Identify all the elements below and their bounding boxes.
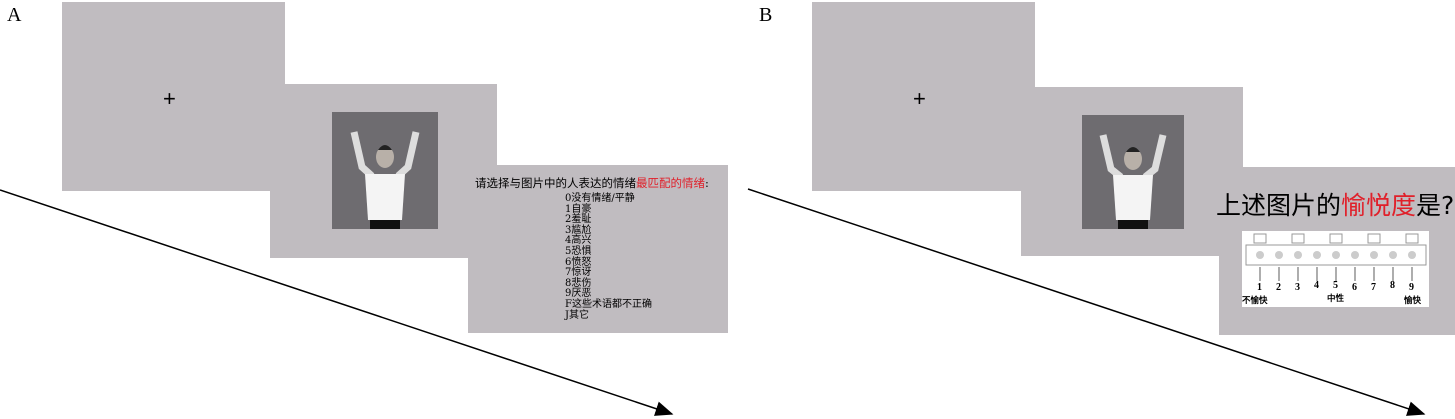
timeline-arrow-b [747, 188, 1426, 416]
panel-label-b: B [759, 4, 773, 26]
question-text: 上述图片的 [1216, 191, 1342, 220]
scale-number[interactable]: 6 [1352, 282, 1357, 293]
rating-screen-b: 上述图片的愉悦度是? 1 2 3 4 5 6 7 8 9 不愉快 中性 愉快 [1216, 167, 1455, 335]
response-screen-a: 请选择与图片中的人表达的情绪最匹配的情绪: 0没有情绪/平静 1自豪 2羞耻 3… [468, 165, 728, 333]
fixation-screen-b: + [812, 2, 1035, 191]
option-item[interactable]: 5恐惧 [565, 245, 592, 257]
option-item[interactable]: 2羞耻 [565, 214, 592, 226]
option-item[interactable]: 4高兴 [565, 235, 592, 247]
scale-number[interactable]: 1 [1257, 282, 1262, 293]
stimulus-screen-b [1021, 87, 1243, 256]
fixation-cross: + [913, 86, 926, 111]
anchor-low: 不愉快 [1242, 296, 1268, 306]
sam-figures-icon [1245, 233, 1427, 281]
stimulus-screen-a [270, 84, 497, 258]
option-item[interactable]: 1自豪 [565, 203, 592, 215]
scale-number[interactable]: 9 [1409, 282, 1414, 293]
option-item[interactable]: 9厌恶 [565, 288, 592, 300]
option-item[interactable]: 3尴尬 [565, 224, 592, 236]
question-highlight: 愉悦度 [1341, 191, 1417, 220]
person-figure-icon [1099, 134, 1167, 229]
emotion-question: 请选择与图片中的人表达的情绪最匹配的情绪: [475, 175, 709, 191]
question-suffix: 是? [1416, 191, 1455, 220]
question-text: 请选择与图片中的人表达的情绪 [475, 176, 636, 190]
option-item[interactable]: F这些术语都不正确 [565, 298, 652, 310]
option-item[interactable]: 8悲伤 [565, 277, 592, 289]
option-item[interactable]: 0没有情绪/平静 [565, 193, 635, 204]
anchor-high: 愉快 [1404, 296, 1422, 306]
scale-number[interactable]: 4 [1314, 280, 1319, 291]
option-item[interactable]: 7惊讶 [565, 267, 592, 279]
emotion-options-list: 0没有情绪/平静 1自豪 2羞耻 3尴尬 4高兴 5恐惧 6愤怒 7惊讶 8悲伤… [565, 193, 652, 321]
scale-number[interactable]: 8 [1390, 280, 1395, 291]
sam-valence-scale[interactable]: 1 2 3 4 5 6 7 8 9 不愉快 中性 愉快 [1242, 231, 1429, 307]
option-item[interactable]: J其它 [565, 309, 590, 321]
panel-label-a: A [7, 4, 22, 26]
person-figure-icon [350, 131, 420, 229]
scale-number[interactable]: 2 [1276, 282, 1281, 293]
fixation-cross: + [163, 86, 176, 111]
question-highlight: 最匹配的情绪 [636, 176, 705, 190]
scale-number[interactable]: 5 [1333, 280, 1338, 291]
valence-question: 上述图片的愉悦度是? [1216, 186, 1454, 222]
stimulus-photo [1082, 115, 1184, 229]
timeline-arrow-a [0, 189, 674, 416]
scale-number[interactable]: 3 [1295, 282, 1300, 293]
scale-number[interactable]: 7 [1371, 282, 1376, 293]
fixation-screen-a: + [62, 2, 285, 191]
stimulus-photo [332, 112, 438, 229]
option-item[interactable]: 6愤怒 [565, 256, 592, 268]
anchor-mid: 中性 [1327, 294, 1345, 304]
question-suffix: : [705, 176, 709, 190]
